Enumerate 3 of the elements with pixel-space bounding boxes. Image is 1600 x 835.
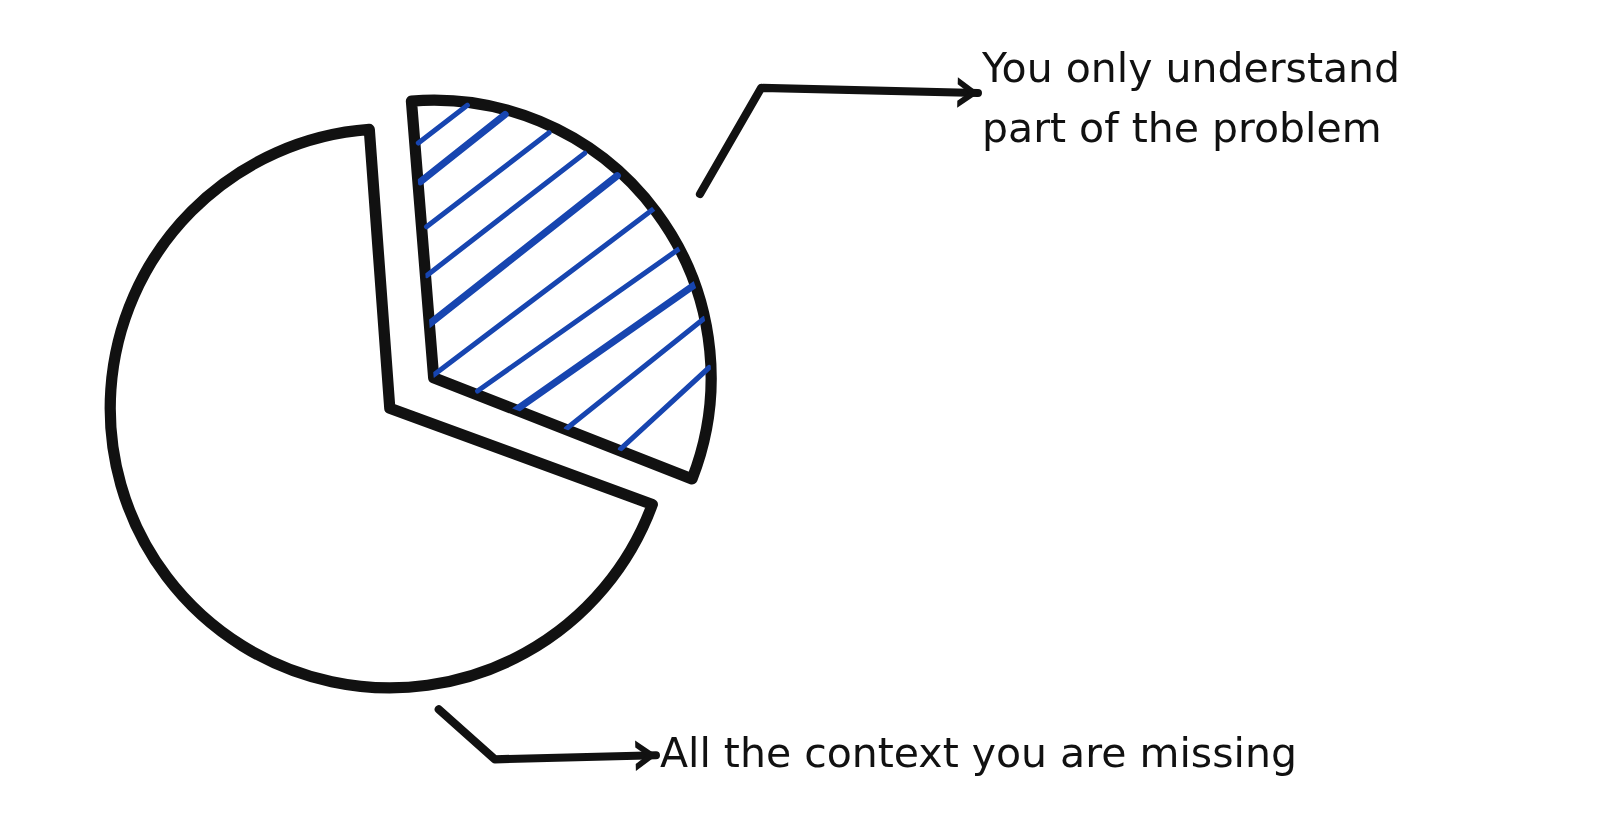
hatched-pie-slice — [405, 94, 717, 485]
callout-text: You only understand part of the problem — [982, 43, 1402, 154]
callout-text: All the context you are missing — [660, 728, 1298, 779]
